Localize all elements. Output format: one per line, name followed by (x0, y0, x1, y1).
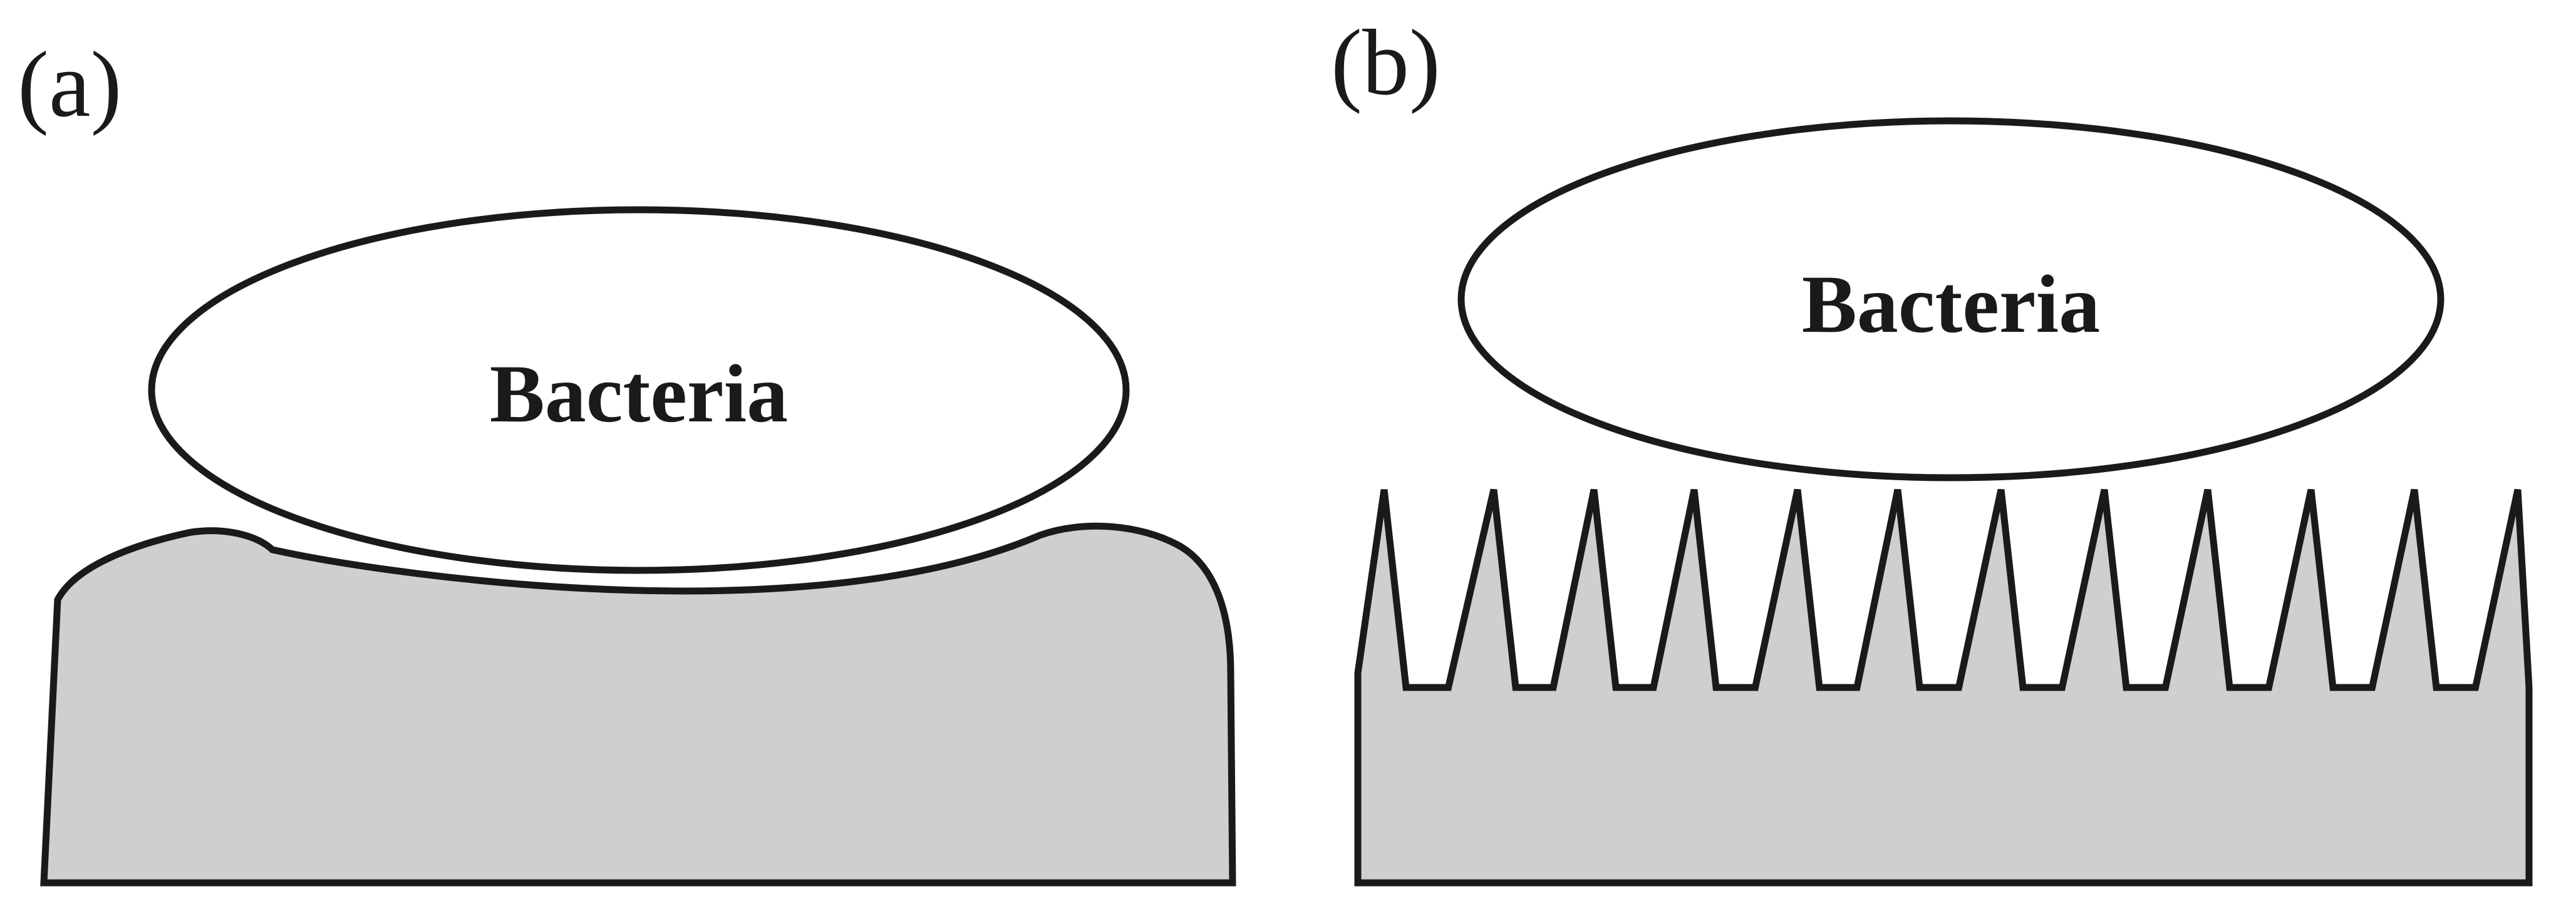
nanopillar-surface (1354, 488, 2533, 887)
bacteria-label-a: Bacteria (490, 347, 788, 440)
panel-label-b: (b) (1331, 11, 1441, 115)
smooth-surface (40, 522, 1236, 887)
panel-label-a: (a) (18, 33, 122, 136)
panel-a: (a) Bacteria (18, 33, 1236, 887)
bacteria-cell-a (148, 206, 1130, 574)
panel-b: (b) Bacteria (1331, 11, 2533, 887)
bacteria-label-b: Bacteria (1802, 258, 2100, 350)
bacteria-cell-b (1457, 117, 2444, 481)
